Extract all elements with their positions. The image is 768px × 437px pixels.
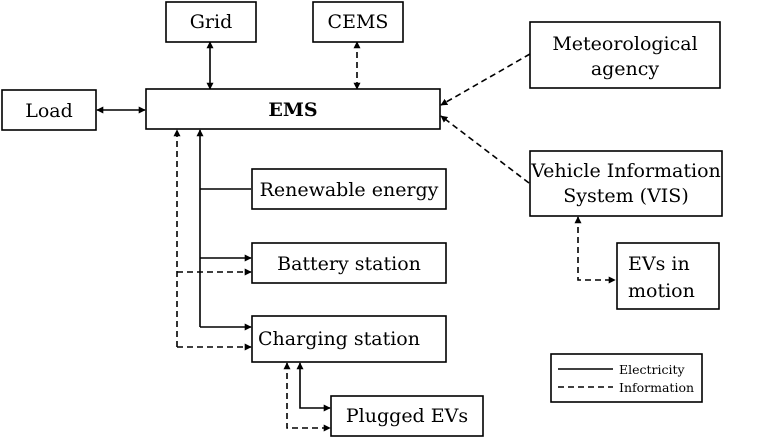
evs-motion-label-line2: motion [628,280,695,302]
charging-plugged-info-link [283,362,331,432]
plugged-label: Plugged EVs [346,405,468,427]
charging-station-node: Charging station [251,315,447,363]
legend-electricity-label: Electricity [619,362,686,377]
ems-node: EMS [145,88,441,130]
meteo-ems-link [440,53,531,106]
vis-label-line1: Vehicle Information [530,160,721,182]
battery-station-node: Battery station [251,242,447,284]
vis-node: Vehicle Information System (VIS) [529,150,723,217]
vis-label-line2: System (VIS) [563,185,689,207]
renewable-energy-node: Renewable energy [251,168,447,210]
ems-label: EMS [268,99,317,121]
battery-label: Battery station [277,253,421,275]
cems-label: CEMS [328,11,389,33]
vis-evs-motion-link [574,216,616,284]
charging-label: Charging station [258,328,420,350]
vis-ems-link [440,115,530,184]
evs-motion-label-line1: EVs in [628,253,690,275]
plugged-evs-node: Plugged EVs [330,395,484,437]
connectors [96,41,616,432]
evs-in-motion-node: EVs in motion [616,242,720,310]
legend: Electricity Information [550,353,703,403]
load-node: Load [1,89,97,131]
charging-plugged-elec-link [296,362,331,412]
renewable-label: Renewable energy [260,179,439,201]
cems-node: CEMS [312,1,404,43]
meteo-label-line2: agency [591,58,660,80]
grid-label: Grid [190,11,233,33]
meteorological-agency-node: Meteorological agency [529,21,721,89]
meteo-label-line1: Meteorological [552,33,697,55]
legend-information-label: Information [619,380,694,395]
grid-node: Grid [165,1,257,43]
load-label: Load [25,100,73,122]
